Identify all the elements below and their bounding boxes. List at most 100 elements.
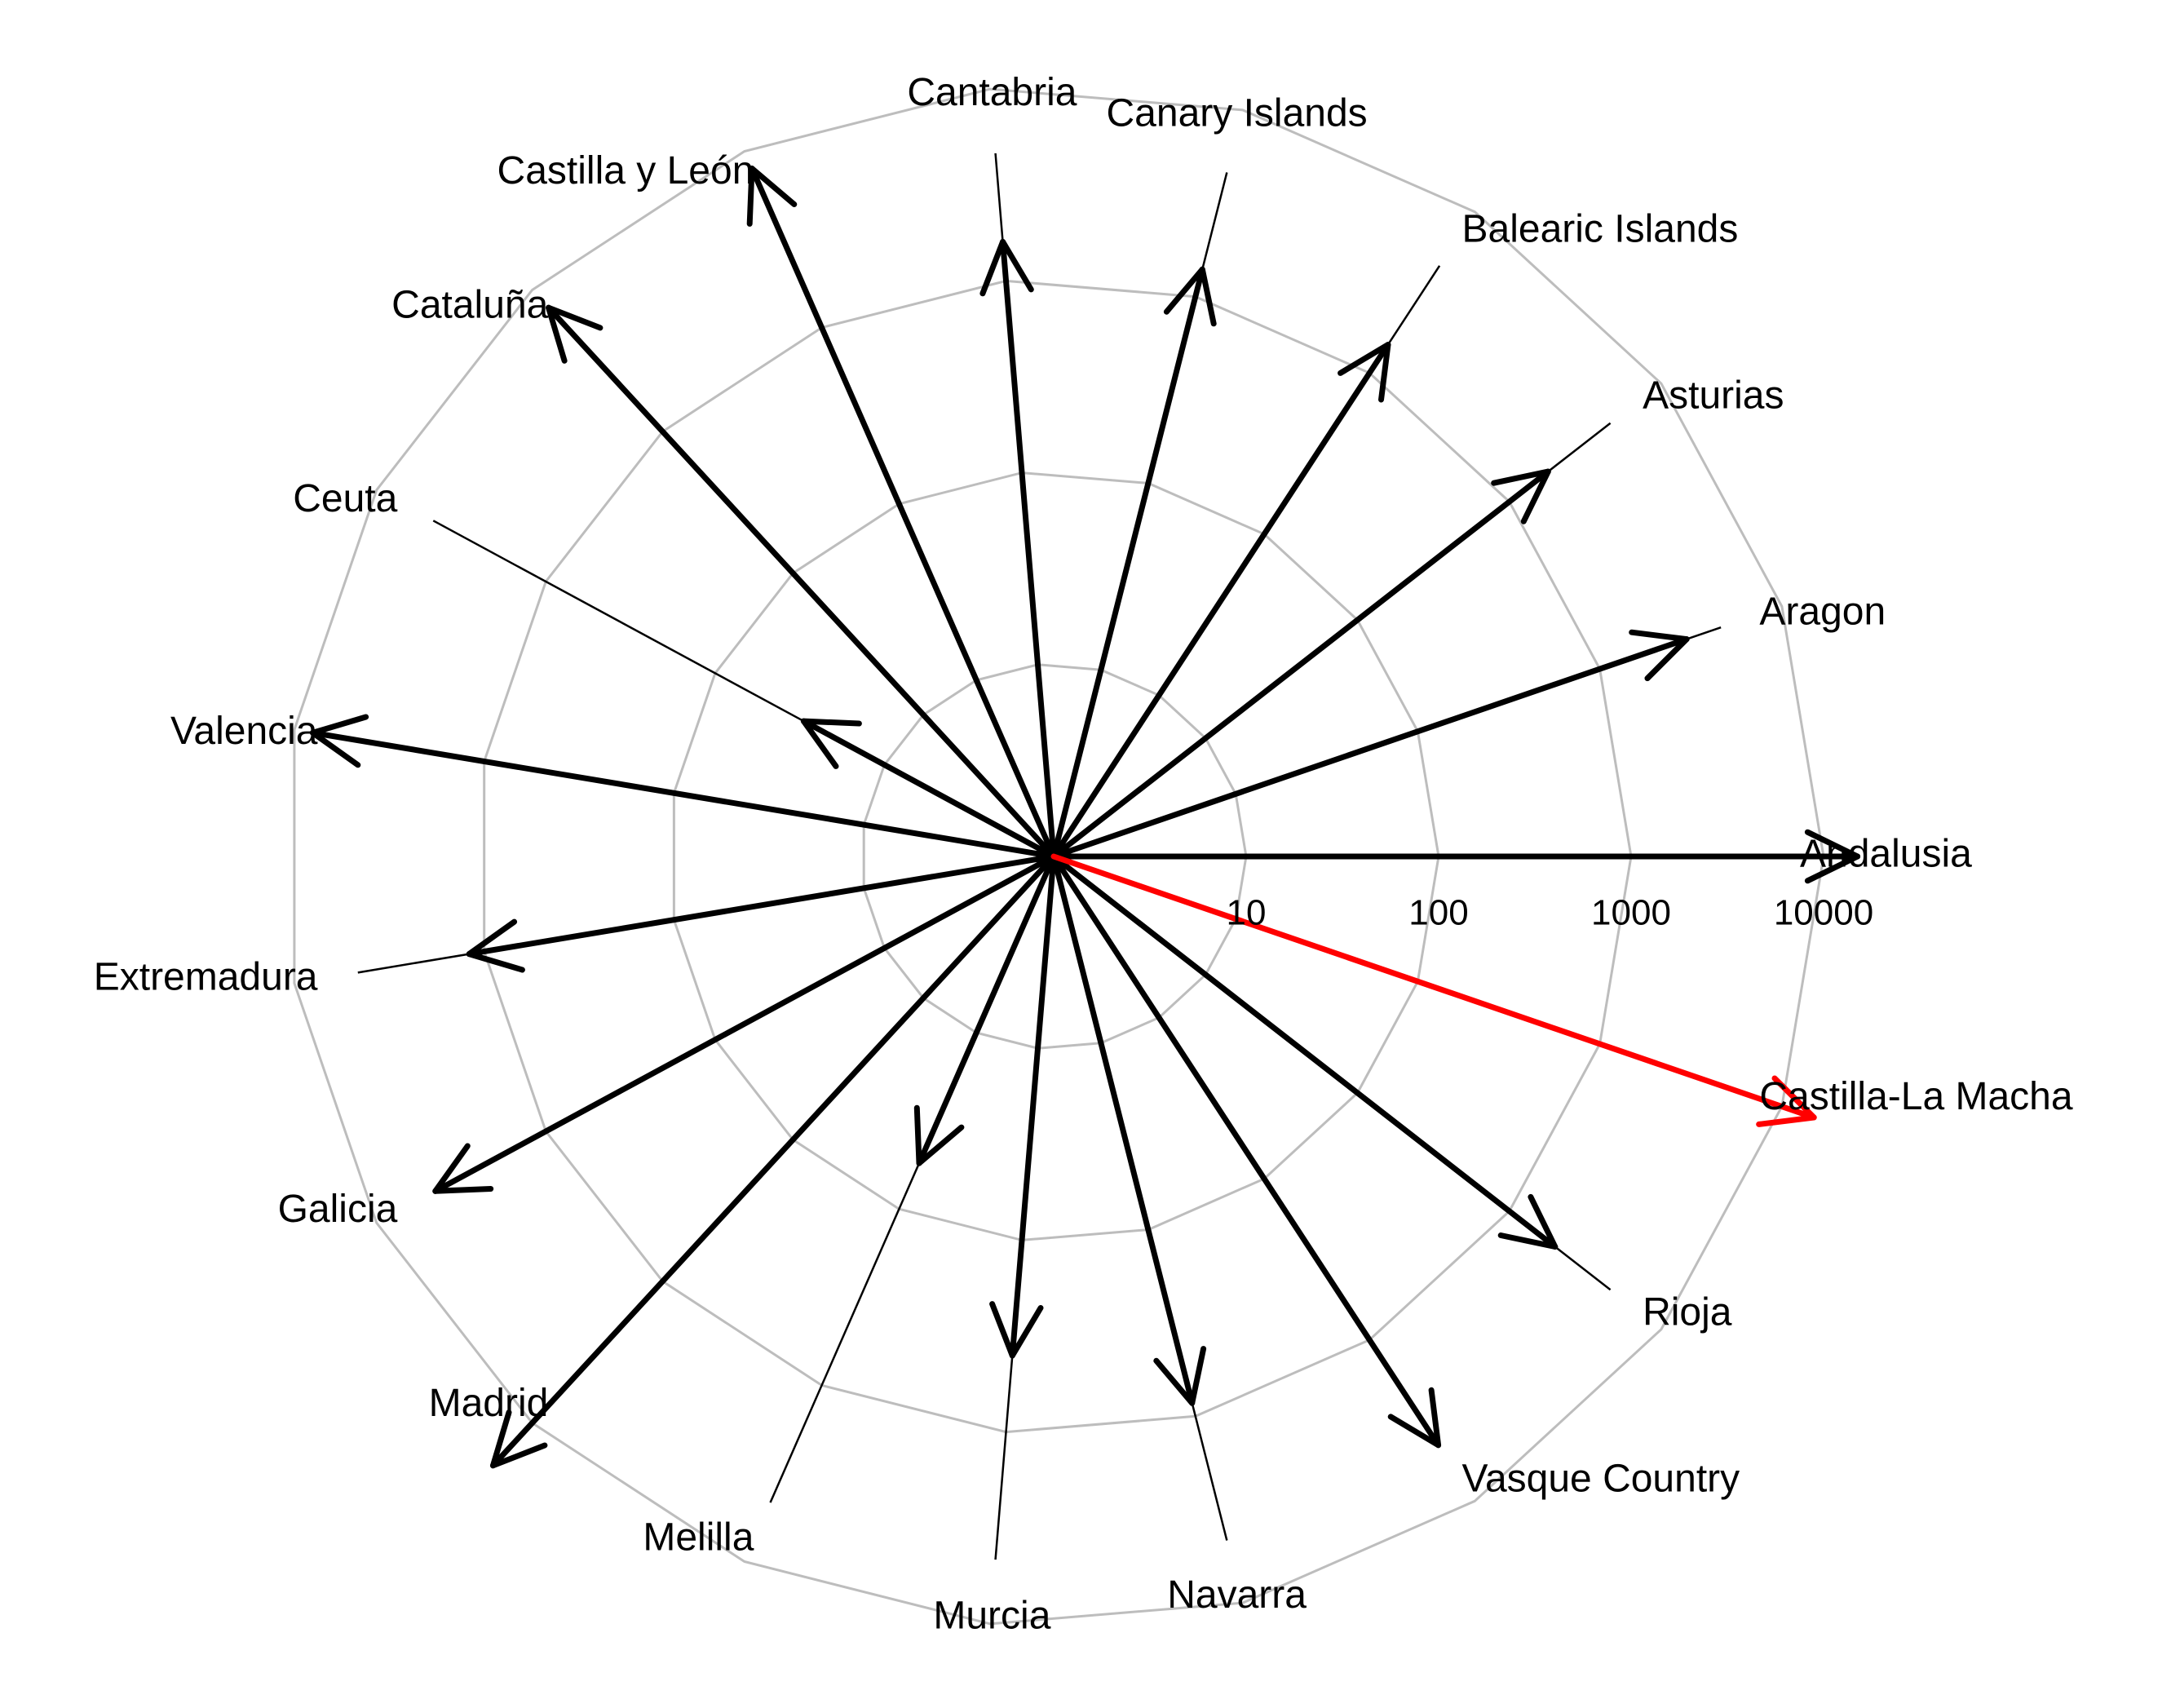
arrow-shaft-cantabria xyxy=(1000,238,1057,860)
arrow-cataluna xyxy=(546,304,1057,860)
arrow-head-canary-islands xyxy=(1163,266,1217,327)
grid-ring-0 xyxy=(862,663,1248,1050)
arrow-castilla-la-macha xyxy=(1050,853,1817,1127)
arrow-head-andalusia xyxy=(1804,829,1861,884)
leader-line-aragon xyxy=(1686,626,1722,640)
grid-ring-3 xyxy=(293,87,1825,1626)
arrow-shaft-vasque-country xyxy=(1050,853,1442,1449)
region-label-canary-islands: Canary Islands xyxy=(1107,91,1368,135)
leader-line-ceuta xyxy=(432,520,805,723)
arrow-galicia xyxy=(432,853,1057,1194)
region-label-navarra: Navarra xyxy=(1167,1573,1307,1617)
leader-line-rioja xyxy=(1554,1246,1612,1291)
leader-line-asturias xyxy=(1547,422,1612,473)
arrow-head-balearic-islands xyxy=(1338,342,1391,403)
arrow-head-melilla xyxy=(913,1104,965,1166)
arrow-murcia xyxy=(989,853,1057,1359)
arrow-shaft-madrid xyxy=(490,853,1057,1469)
arrow-head-cantabria xyxy=(979,238,1034,297)
arrow-shaft-extremadura xyxy=(466,853,1057,958)
arrow-shaft-asturias xyxy=(1050,468,1551,860)
region-label-asturias: Asturias xyxy=(1643,374,1784,418)
region-label-aragon: Aragon xyxy=(1759,591,1886,634)
arrow-aragon xyxy=(1050,629,1690,860)
arrow-head-navarra xyxy=(1153,1346,1207,1406)
leader-line-navarra xyxy=(1191,1402,1228,1541)
grid-ring-1 xyxy=(672,471,1440,1241)
tick-label-1000: 1000 xyxy=(1591,893,1671,933)
arrow-head-vasque-country xyxy=(1387,1387,1442,1449)
leader-line-extremadura xyxy=(357,953,470,974)
ring-tick-labels: 10 100 1000 10000 xyxy=(1227,893,1874,933)
region-label-valencia: Valencia xyxy=(170,710,318,753)
arrow-shaft-balearic-islands xyxy=(1050,341,1391,860)
arrow-head-galicia xyxy=(432,1143,494,1194)
region-label-madrid: Madrid xyxy=(429,1382,549,1425)
region-label-ceuta: Ceuta xyxy=(293,477,397,520)
tick-label-10: 10 xyxy=(1227,893,1267,933)
arrow-shaft-valencia xyxy=(309,729,1057,860)
arrow-shaft-castilla-la-macha xyxy=(1050,853,1817,1121)
arrow-shaft-melilla xyxy=(916,853,1057,1166)
arrow-asturias xyxy=(1050,468,1551,860)
arrow-castilla-y-leon xyxy=(746,165,1057,860)
arrow-head-castilla-la-macha xyxy=(1756,1075,1817,1127)
region-label-balearic-islands: Balearic Islands xyxy=(1462,208,1739,251)
arrow-valencia xyxy=(309,714,1057,860)
tick-label-100: 100 xyxy=(1408,893,1468,933)
arrow-extremadura xyxy=(466,853,1057,973)
arrow-rioja xyxy=(1050,853,1559,1250)
region-label-extremadura: Extremadura xyxy=(94,955,318,998)
arrow-madrid xyxy=(490,853,1057,1469)
region-label-galicia: Galicia xyxy=(278,1188,398,1231)
arrow-head-rioja xyxy=(1497,1193,1559,1250)
region-label-melilla: Melilla xyxy=(643,1516,754,1560)
arrow-head-madrid xyxy=(490,1409,548,1469)
region-label-murcia: Murcia xyxy=(933,1594,1050,1637)
label-leader-lines xyxy=(357,153,1722,1560)
arrow-balearic-islands xyxy=(1050,341,1391,860)
arrow-canary-islands xyxy=(1050,266,1217,860)
arrow-ceuta xyxy=(800,718,1057,860)
region-label-castilla-la-macha: Castilla-La Macha xyxy=(1759,1075,2072,1118)
region-label-rioja: Rioja xyxy=(1643,1291,1732,1334)
region-label-castilla-y-leon: Castilla y León xyxy=(497,149,754,192)
arrow-head-cataluna xyxy=(546,304,604,364)
arrow-head-aragon xyxy=(1629,629,1690,682)
arrow-shaft-aragon xyxy=(1050,636,1690,860)
region-arrows xyxy=(309,165,1861,1469)
arrow-head-asturias xyxy=(1491,468,1551,524)
arrow-vasque-country xyxy=(1050,853,1442,1449)
leader-line-canary-islands xyxy=(1201,172,1228,270)
arrow-head-ceuta xyxy=(800,718,862,769)
arrow-shaft-cataluna xyxy=(546,304,1057,860)
region-label-andalusia: Andalusia xyxy=(1800,833,1972,876)
leader-line-cantabria xyxy=(994,153,1004,242)
arrow-navarra xyxy=(1050,853,1207,1406)
leader-line-balearic-islands xyxy=(1386,265,1441,346)
arrow-shaft-murcia xyxy=(1009,853,1057,1359)
arrow-shaft-galicia xyxy=(432,853,1057,1194)
arrow-head-extremadura xyxy=(466,918,525,973)
arrow-shaft-rioja xyxy=(1050,853,1559,1250)
arrow-head-castilla-y-leon xyxy=(746,166,798,227)
grid-ring-2 xyxy=(483,279,1633,1434)
grid-rings xyxy=(293,87,1825,1626)
tick-label-10000: 10000 xyxy=(1774,893,1873,933)
arrow-shaft-castilla-y-leon xyxy=(749,165,1057,860)
arrow-cantabria xyxy=(979,238,1057,860)
arrow-head-murcia xyxy=(989,1301,1044,1359)
arrow-head-valencia xyxy=(309,714,369,768)
leader-line-murcia xyxy=(994,1355,1014,1560)
arrow-andalusia xyxy=(1050,829,1861,884)
region-label-vasque-country: Vasque Country xyxy=(1462,1458,1740,1501)
arrow-shaft-ceuta xyxy=(800,718,1057,860)
arrow-shaft-navarra xyxy=(1050,853,1196,1406)
arrow-melilla xyxy=(913,853,1057,1166)
leader-line-melilla xyxy=(769,1162,921,1503)
region-label-cantabria: Cantabria xyxy=(907,71,1077,114)
region-label-cataluna: Cataluña xyxy=(391,283,548,326)
arrow-shaft-canary-islands xyxy=(1050,266,1205,860)
